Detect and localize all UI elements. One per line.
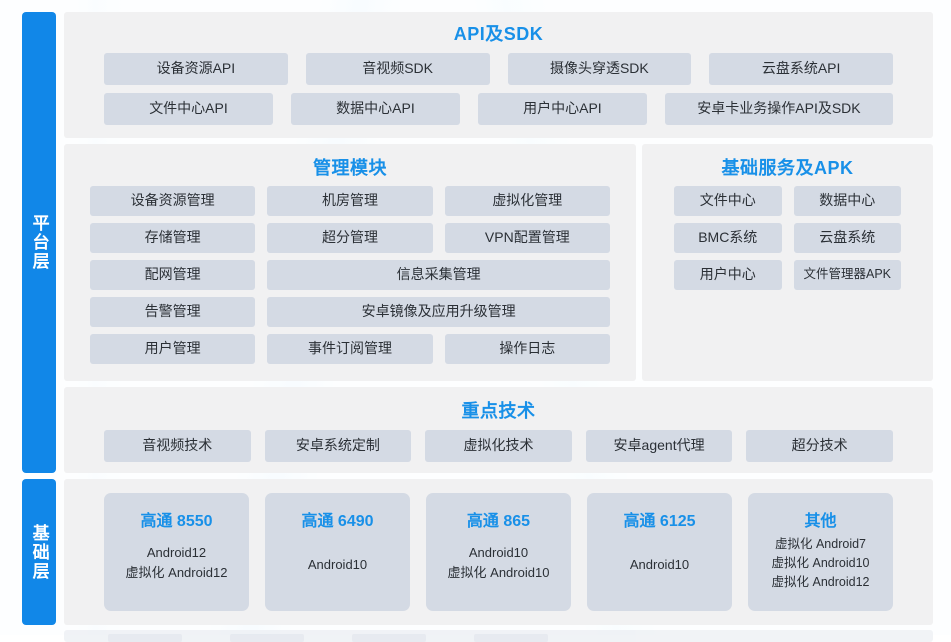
api-row-2: 文件中心API 数据中心API 用户中心API 安卓卡业务操作API及SDK (104, 93, 894, 125)
management-row-2: 存储管理 超分管理 VPN配置管理 (90, 223, 610, 253)
chipset-card-line: Android10 (629, 557, 690, 572)
layer-rail-base: 基础层 (22, 479, 56, 625)
management-chip[interactable]: 存储管理 (90, 223, 256, 253)
panel-api-sdk-title: API及SDK (453, 24, 544, 44)
chipset-card[interactable]: 其他 虚拟化 Android7 虚拟化 Android10 虚拟化 Androi… (748, 493, 893, 611)
api-chip[interactable]: 音视频SDK (305, 53, 490, 85)
panel-management-module: 管理模块 设备资源管理 机房管理 虚拟化管理 存储管理 超分管理 VPN配置管理… (64, 144, 636, 381)
footer-ghost-block (474, 634, 548, 642)
panel-base-service-apk-title: 基础服务及APK (721, 158, 854, 178)
management-chip[interactable]: 操作日志 (444, 334, 610, 364)
chipset-card-line: Android10 (468, 545, 529, 560)
management-chip[interactable]: 事件订阅管理 (267, 334, 433, 364)
chipset-card-title: 高通 6125 (623, 513, 696, 530)
base-service-chip[interactable]: BMC系统 (674, 223, 782, 253)
layer-rail-platform: 平台层 (22, 12, 56, 473)
panel-management-module-title: 管理模块 (313, 158, 387, 178)
management-row-4: 告警管理 安卓镜像及应用升级管理 (90, 297, 610, 327)
layer-rail-platform-label: 平台层 (29, 214, 49, 271)
management-chip[interactable]: 安卓镜像及应用升级管理 (267, 297, 610, 327)
api-chip[interactable]: 设备资源API (104, 53, 288, 85)
base-service-row-2: BMC系统 云盘系统 (674, 223, 901, 253)
key-technology-chip[interactable]: 安卓agent代理 (585, 430, 733, 462)
key-technology-chip[interactable]: 安卓系统定制 (264, 430, 412, 462)
base-service-chip[interactable]: 文件管理器APK (793, 260, 901, 290)
api-chip[interactable]: 用户中心API (477, 93, 647, 125)
management-chip[interactable]: 虚拟化管理 (444, 186, 610, 216)
footer-ghost-block (108, 634, 182, 642)
base-service-row-1: 文件中心 数据中心 (674, 186, 901, 216)
key-technology-chip-row: 音视频技术 安卓系统定制 虚拟化技术 安卓agent代理 超分技术 (64, 430, 933, 462)
footer-ghost-block (352, 634, 426, 642)
key-technology-chip[interactable]: 超分技术 (746, 430, 893, 462)
management-chip[interactable]: 用户管理 (90, 334, 256, 364)
chipset-card-line: Android10 (307, 557, 368, 572)
chipset-card-line: Android12 (146, 545, 207, 560)
api-chip[interactable]: 文件中心API (104, 93, 273, 125)
base-service-chip[interactable]: 用户中心 (674, 260, 782, 290)
management-chip-grid: 设备资源管理 机房管理 虚拟化管理 存储管理 超分管理 VPN配置管理 配网管理… (64, 180, 636, 364)
management-chip[interactable]: 信息采集管理 (267, 260, 610, 290)
chipset-card-line: 虚拟化 Android10 (447, 565, 550, 581)
base-service-chip-grid: 文件中心 数据中心 BMC系统 云盘系统 用户中心 文件管理器APK (642, 180, 933, 290)
base-service-chip[interactable]: 文件中心 (674, 186, 782, 216)
management-chip[interactable]: VPN配置管理 (444, 223, 610, 253)
layer-rail-base-label: 基础层 (29, 523, 49, 581)
api-row-1: 设备资源API 音视频SDK 摄像头穿透SDK 云盘系统API (104, 53, 893, 85)
key-technology-chip[interactable]: 虚拟化技术 (425, 430, 572, 462)
cut-off-footer-strip (64, 630, 933, 642)
panel-base-service-apk: 基础服务及APK 文件中心 数据中心 BMC系统 云盘系统 用户中心 文件管理器… (642, 144, 933, 381)
chipset-card-title: 高通 6490 (301, 513, 374, 530)
key-technology-chip[interactable]: 音视频技术 (104, 430, 251, 462)
chipset-card[interactable]: 高通 6125 Android10 (587, 493, 732, 611)
api-chip[interactable]: 安卓卡业务操作API及SDK (664, 93, 894, 125)
management-row-3: 配网管理 信息采集管理 (90, 260, 610, 290)
management-chip[interactable]: 告警管理 (90, 297, 256, 327)
management-row-5: 用户管理 事件订阅管理 操作日志 (90, 334, 610, 364)
chipset-card-title: 高通 8550 (140, 513, 213, 530)
api-chip[interactable]: 摄像头穿透SDK (507, 53, 692, 85)
api-chip[interactable]: 数据中心API (290, 93, 460, 125)
panel-key-technology-title: 重点技术 (461, 401, 536, 421)
chipset-card[interactable]: 高通 6490 Android10 (265, 493, 410, 611)
chipset-card-line: 虚拟化 Android7 (774, 537, 866, 551)
api-chip-rows: 设备资源API 音视频SDK 摄像头穿透SDK 云盘系统API 文件中心API … (64, 53, 933, 125)
panel-chipset-cards: 高通 8550 Android12 虚拟化 Android12 高通 6490 … (64, 479, 933, 625)
chipset-card-title: 其他 (804, 513, 837, 530)
base-service-chip[interactable]: 数据中心 (793, 186, 901, 216)
chipset-card-line: 虚拟化 Android10 (771, 555, 870, 570)
management-chip[interactable]: 设备资源管理 (90, 186, 256, 216)
management-chip[interactable]: 机房管理 (267, 186, 433, 216)
base-service-chip[interactable]: 云盘系统 (793, 223, 901, 253)
chipset-card-line: 虚拟化 Android12 (125, 565, 228, 581)
management-chip[interactable]: 配网管理 (90, 260, 256, 290)
chipset-card[interactable]: 高通 865 Android10 虚拟化 Android10 (426, 493, 571, 611)
chipset-card[interactable]: 高通 8550 Android12 虚拟化 Android12 (104, 493, 249, 611)
chipset-card-line: 虚拟化 Android12 (771, 574, 870, 589)
chipset-card-row: 高通 8550 Android12 虚拟化 Android12 高通 6490 … (64, 479, 933, 611)
management-row-1: 设备资源管理 机房管理 虚拟化管理 (90, 186, 610, 216)
management-chip[interactable]: 超分管理 (267, 223, 433, 253)
api-chip[interactable]: 云盘系统API (709, 53, 893, 85)
chipset-card-title: 高通 865 (466, 513, 531, 530)
footer-ghost-block (230, 634, 304, 642)
base-service-row-3: 用户中心 文件管理器APK (674, 260, 901, 290)
panel-api-sdk: API及SDK 设备资源API 音视频SDK 摄像头穿透SDK 云盘系统API … (64, 12, 933, 138)
panel-key-technology: 重点技术 音视频技术 安卓系统定制 虚拟化技术 安卓agent代理 超分技术 (64, 387, 933, 473)
